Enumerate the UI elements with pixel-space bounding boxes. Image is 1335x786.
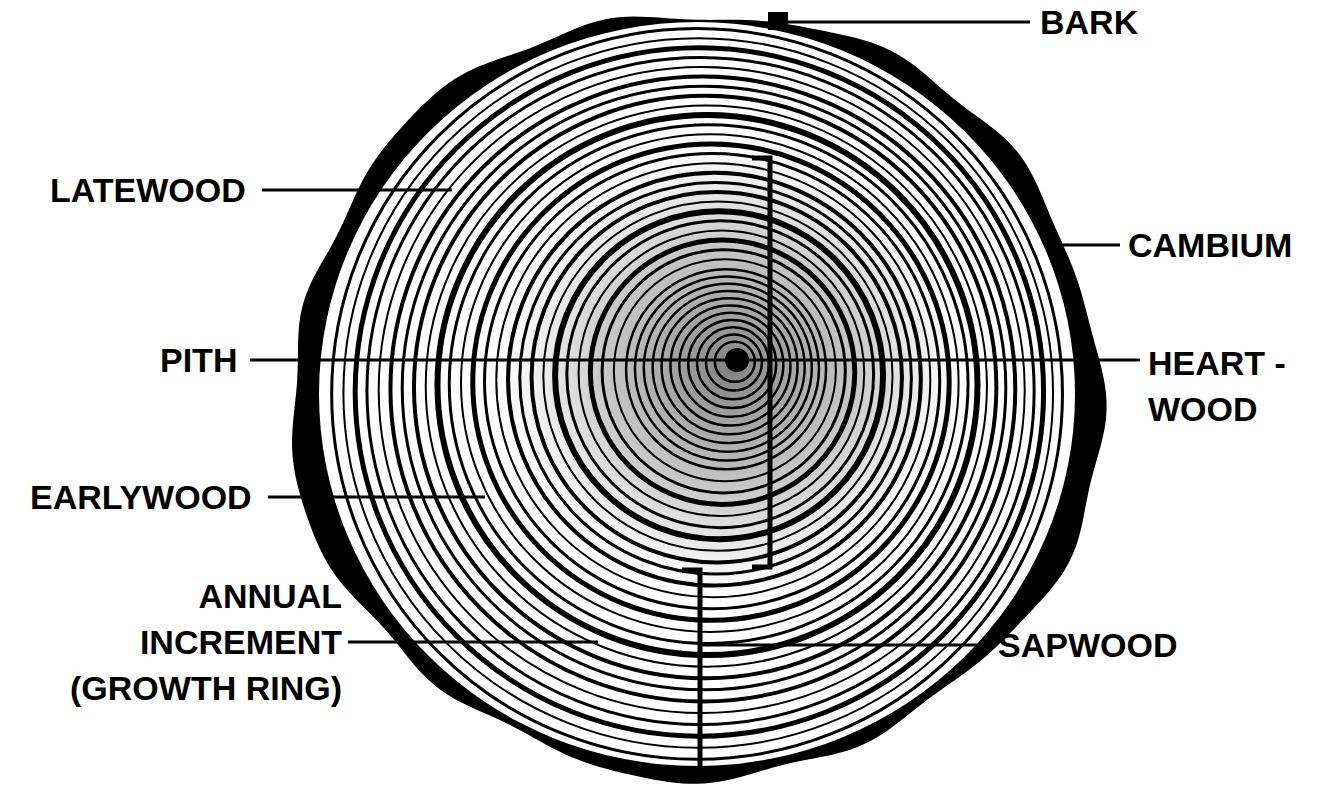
growth-ring (662, 298, 798, 434)
growth-ring (579, 230, 865, 516)
part-label: SAPWOOD (998, 625, 1198, 665)
part-label: CAMBIUM (1128, 225, 1328, 265)
growth-ring (653, 291, 805, 443)
growth-ring (555, 211, 883, 539)
growth-ring (426, 105, 987, 666)
growth-ring (567, 221, 874, 528)
leader-line (268, 496, 485, 499)
growth-ring (697, 327, 769, 399)
part-label: HEART - WOOD (1148, 340, 1326, 432)
growth-ring (520, 182, 912, 574)
bark-marker (768, 12, 788, 30)
growth-ring (614, 259, 836, 481)
growth-ring (461, 134, 959, 632)
growth-ring (508, 173, 921, 586)
label-slot: CAMBIUM (1128, 225, 1328, 265)
growth-ring (449, 125, 968, 644)
growth-ring (332, 29, 1063, 760)
part-label: LATEWOOD (50, 170, 260, 210)
label-slot: HEART - WOOD (1148, 340, 1326, 432)
label-slot: SAPWOOD (998, 625, 1198, 665)
leader-line (348, 641, 598, 644)
leader-line (1058, 244, 1120, 247)
growth-ring (715, 342, 755, 382)
growth-ring (706, 335, 762, 391)
growth-ring (390, 77, 1015, 702)
growth-ring (496, 163, 930, 597)
label-slot: LATEWOOD (50, 170, 260, 210)
growth-ring (532, 192, 902, 562)
leader-line (262, 189, 452, 192)
growth-ring (688, 320, 776, 408)
bark-layer (292, 17, 1107, 784)
part-label: PITH (160, 340, 248, 380)
growth-ring (602, 250, 845, 493)
growth-ring (414, 96, 996, 678)
label-slot: ANNUAL INCREMENT (GROWTH RING) (30, 573, 342, 711)
growth-ring (635, 277, 819, 461)
growth-ring (543, 202, 892, 551)
growth-rings (332, 29, 1063, 760)
growth-ring (626, 269, 826, 469)
growth-ring (485, 154, 940, 609)
leader-line (250, 359, 1140, 362)
part-label: ANNUAL INCREMENT (GROWTH RING) (30, 573, 342, 711)
growth-ring (437, 115, 977, 655)
leader-line (788, 21, 1030, 24)
sapwood-bracket (682, 570, 700, 778)
growth-ring (473, 144, 949, 620)
growth-ring (644, 284, 812, 452)
wood-face (319, 22, 1075, 766)
part-label: EARLYWOOD (30, 477, 266, 517)
label-slot: EARLYWOOD (30, 477, 266, 517)
label-slot: BARK (1040, 2, 1240, 42)
part-label: BARK (1040, 2, 1240, 42)
growth-ring (590, 240, 854, 504)
heartwood-bracket (752, 158, 770, 567)
leader-line (700, 644, 990, 647)
label-slot: PITH (160, 340, 248, 380)
growth-ring (402, 86, 1006, 690)
